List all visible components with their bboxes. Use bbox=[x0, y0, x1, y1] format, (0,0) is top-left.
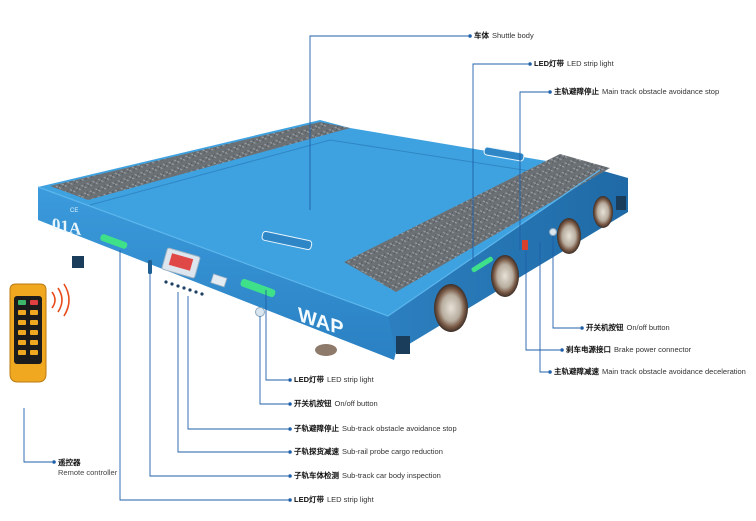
power-button-side[interactable] bbox=[549, 228, 557, 236]
wheel bbox=[557, 218, 581, 254]
callout-en: LED strip light bbox=[567, 59, 614, 68]
callout-zh: 主轨避障减速 bbox=[554, 367, 599, 376]
callout-en: Sub-track car body inspection bbox=[342, 471, 441, 480]
ce-mark: CE bbox=[70, 208, 78, 214]
callout-zh: 子轨避障停止 bbox=[294, 424, 339, 433]
callout-en: Sub-track obstacle avoidance stop bbox=[342, 424, 457, 433]
wheel bbox=[593, 196, 613, 228]
callout-zh: LED灯带 bbox=[294, 375, 324, 384]
callout-zh: 主轨避障停止 bbox=[554, 87, 599, 96]
signal-waves-icon bbox=[51, 283, 70, 317]
callout-zh: 刹车电源接口 bbox=[566, 345, 611, 354]
bumper-front-right bbox=[396, 336, 410, 354]
callout-en: Remote controller bbox=[58, 468, 118, 477]
led-strip-front bbox=[240, 278, 276, 298]
wheels bbox=[315, 196, 613, 356]
callout-zh: 子轨车体检测 bbox=[294, 471, 339, 480]
callout-en: LED strip light bbox=[327, 375, 374, 384]
control-panel bbox=[161, 247, 228, 296]
sensor-dots bbox=[164, 280, 204, 296]
callout-en: On/off button bbox=[626, 323, 670, 332]
shuttle-body: CE 01A WAP bbox=[37, 120, 628, 360]
led-strip-left bbox=[100, 234, 128, 249]
callout-remote: 遥控器 Remote controller bbox=[58, 458, 118, 478]
top-slot-rear bbox=[483, 146, 525, 162]
leader-lines bbox=[23, 35, 580, 501]
callout-zh: 子轨探货减速 bbox=[294, 447, 339, 456]
callout-en: Brake power connector bbox=[614, 345, 692, 354]
callout-zh: LED灯带 bbox=[294, 495, 324, 504]
brake-connector bbox=[522, 240, 528, 250]
remote-controller bbox=[9, 283, 70, 383]
callout-zh: 车体 bbox=[474, 31, 489, 40]
wheel bbox=[491, 255, 519, 297]
callout-zh: LED灯带 bbox=[534, 59, 564, 68]
callout-en: Main track obstacle avoidance decelerati… bbox=[602, 367, 746, 376]
wheel bbox=[315, 344, 337, 356]
led-strip-side bbox=[471, 256, 494, 273]
body-front-face bbox=[38, 187, 396, 360]
top-slot bbox=[261, 230, 313, 251]
right-tread-plate bbox=[344, 154, 610, 292]
leader-dots bbox=[52, 34, 584, 502]
panel-connector bbox=[210, 273, 228, 288]
callout-zh: 开关机按钮 bbox=[294, 399, 332, 408]
callout-en: Main track obstacle avoidance stop bbox=[602, 87, 720, 96]
callout-en: LED strip light bbox=[327, 495, 374, 504]
bumper-front-left bbox=[72, 256, 84, 268]
callout-en: Sub-rail probe cargo reduction bbox=[342, 447, 443, 456]
callout-zh: 开关机按钮 bbox=[586, 323, 624, 332]
wheel bbox=[434, 284, 468, 332]
callout-en: Shuttle body bbox=[492, 31, 534, 40]
power-button-front[interactable] bbox=[255, 307, 265, 317]
side-slot bbox=[148, 260, 152, 274]
bumper-rear-right bbox=[616, 196, 626, 210]
callout-en: On/off button bbox=[334, 399, 378, 408]
callout-zh: 遥控器 bbox=[58, 458, 81, 467]
remote-buttons bbox=[18, 300, 38, 355]
left-tread-plate bbox=[50, 122, 350, 200]
